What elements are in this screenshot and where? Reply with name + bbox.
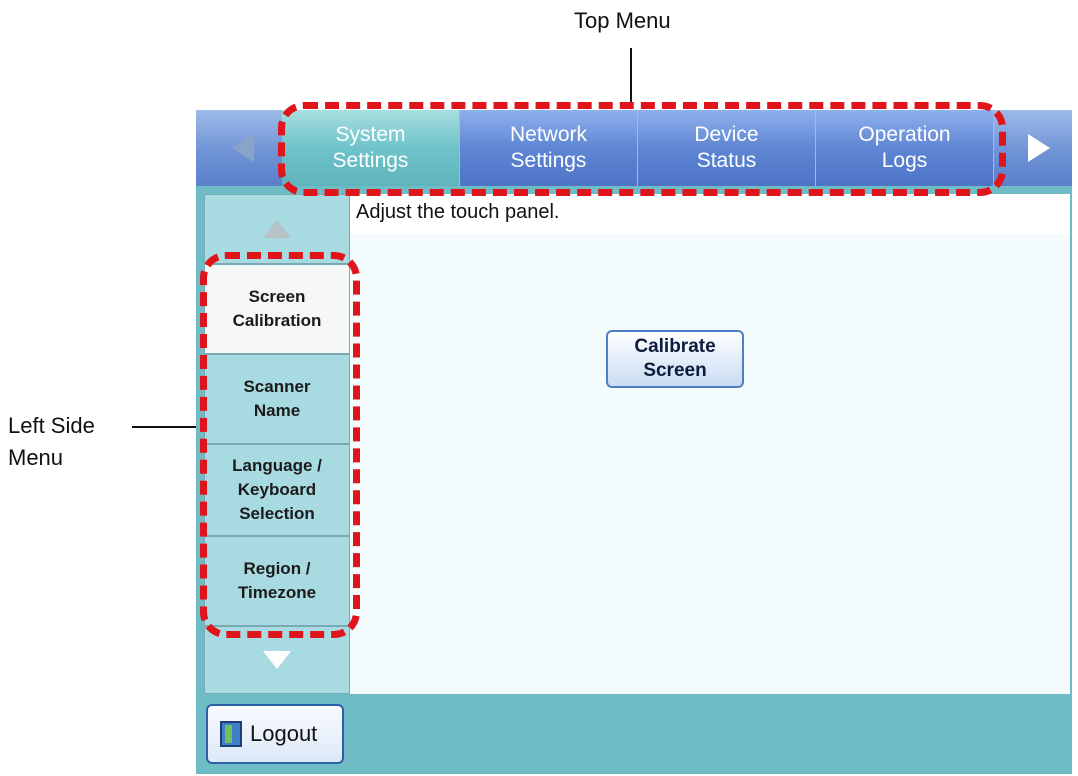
triangle-up-icon (263, 220, 291, 238)
device-screen: System Settings Network Settings Device … (196, 110, 1072, 774)
top-menu-highlight (278, 102, 1006, 196)
top-menu-annotation: Top Menu (574, 8, 671, 33)
logout-label: Logout (250, 721, 318, 746)
tab-operation-logs[interactable]: Operation Logs (816, 110, 994, 186)
side-item-language-keyboard[interactable]: Language / Keyboard Selection (204, 444, 350, 536)
content-body: Calibrate Screen (350, 234, 1070, 694)
left-menu-annotation-line (132, 426, 200, 428)
content-area: Adjust the touch panel. Calibrate Screen (350, 194, 1070, 694)
instruction-message: Adjust the touch panel. (350, 194, 1070, 234)
tab-system-settings[interactable]: System Settings (282, 110, 460, 186)
side-item-screen-calibration[interactable]: Screen Calibration (204, 264, 350, 354)
triangle-down-icon (263, 651, 291, 669)
left-menu-annotation: Left Side Menu (8, 413, 95, 470)
left-menu-highlight (200, 252, 360, 638)
bottom-bar: Logout (196, 694, 1072, 774)
triangle-left-icon[interactable] (232, 134, 254, 162)
top-menu-annotation-line (630, 48, 632, 106)
tab-device-status[interactable]: Device Status (638, 110, 816, 186)
side-item-region-timezone[interactable]: Region / Timezone (204, 536, 350, 626)
triangle-right-icon[interactable] (1028, 134, 1050, 162)
logout-button[interactable]: Logout (206, 704, 344, 764)
side-item-scanner-name[interactable]: Scanner Name (204, 354, 350, 444)
top-menu-bar: System Settings Network Settings Device … (196, 110, 1072, 186)
calibrate-screen-button[interactable]: Calibrate Screen (606, 330, 744, 388)
door-icon (220, 721, 242, 747)
tab-network-settings[interactable]: Network Settings (460, 110, 638, 186)
